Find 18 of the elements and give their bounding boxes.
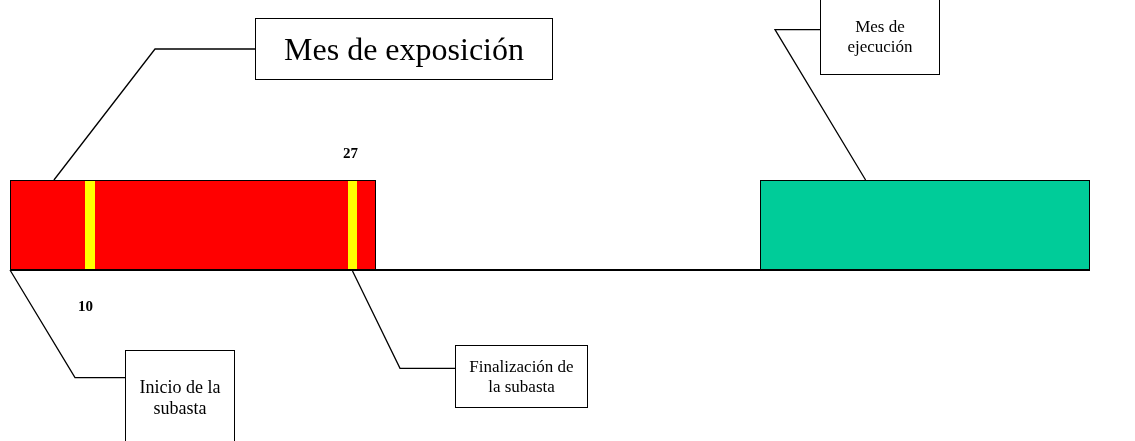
day-number: 10: [78, 298, 93, 315]
timeline-bar: [10, 180, 376, 270]
leader-line: [773, 28, 867, 181]
box-text: Inicio de la subasta: [138, 376, 222, 419]
label-box: [255, 18, 553, 80]
day-number: 27: [343, 145, 358, 162]
label-box: [455, 345, 588, 408]
leader-line: [9, 269, 126, 379]
leader-line: [53, 48, 256, 181]
label-box: [125, 350, 235, 441]
box-text: Mes de exposición: [284, 30, 524, 68]
timeline-bar: [760, 180, 1090, 270]
leader-line: [351, 270, 456, 369]
marker-stripe: [85, 181, 95, 271]
box-text: Mes de ejecución: [846, 16, 914, 57]
label-box: [820, 0, 940, 75]
marker-stripe: [348, 181, 357, 271]
box-text: Finalización de la subasta: [468, 356, 575, 397]
